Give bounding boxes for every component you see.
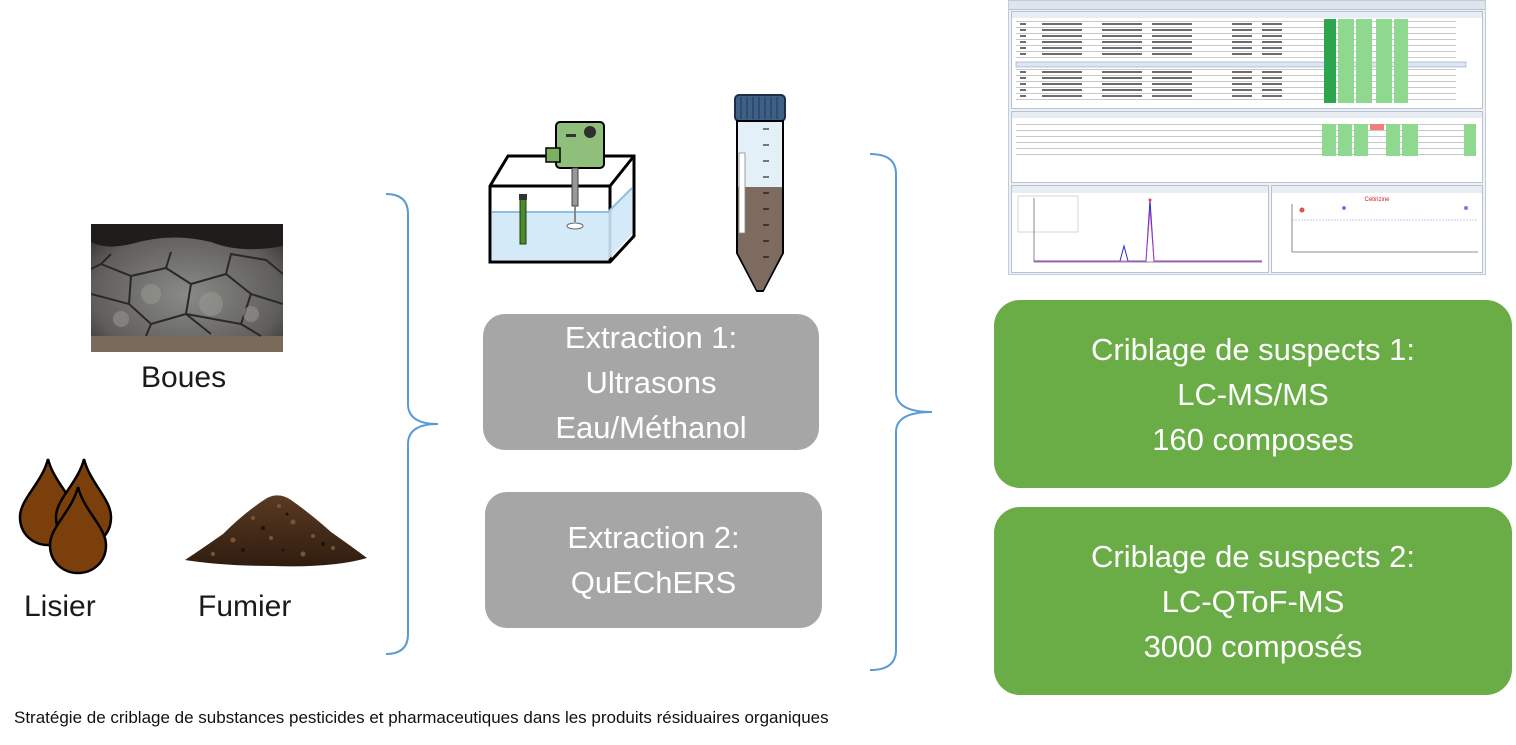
extraction-2-box: Extraction 2: QuEChERS xyxy=(485,492,822,628)
sludge-photo xyxy=(91,224,283,352)
solid-manure-pile-icon xyxy=(185,495,367,567)
software-screenshot: Cetirizine xyxy=(1008,0,1486,275)
screening-1-box: Criblage de suspects 1: LC-MS/MS 160 com… xyxy=(994,300,1512,488)
liquid-manure-drops-icon xyxy=(18,458,113,575)
screening-1-title: Criblage de suspects 1: xyxy=(1091,331,1415,367)
label-fumier: Fumier xyxy=(198,590,292,623)
label-boues: Boues xyxy=(141,361,227,394)
extraction-1-title: Extraction 1: xyxy=(564,319,738,355)
extraction-2-title: Extraction 2: xyxy=(567,520,740,555)
figure-caption: Stratégie de criblage de substances pest… xyxy=(14,708,829,727)
ultrasonic-bath-icon xyxy=(488,121,636,264)
label-lisier: Lisier xyxy=(24,590,96,623)
screening-1-count: 160 composes xyxy=(1152,421,1354,457)
left-bracket xyxy=(385,193,439,655)
screening-1-method: LC-MS/MS xyxy=(1177,376,1329,412)
screening-2-box: Criblage de suspects 2: LC-QToF-MS 3000 … xyxy=(994,507,1512,695)
extraction-1-solvent: Eau/Méthanol xyxy=(555,409,747,445)
extraction-2-method: QuEChERS xyxy=(570,565,737,600)
screening-2-count: 3000 composés xyxy=(1143,628,1363,664)
centrifuge-tube-icon xyxy=(734,94,786,292)
screening-2-method: LC-QToF-MS xyxy=(1161,583,1345,619)
extraction-1-box: Extraction 1: Ultrasons Eau/Méthanol xyxy=(483,314,819,450)
extraction-1-method: Ultrasons xyxy=(585,364,717,400)
batch-chart-title: Cetirizine xyxy=(1364,197,1390,203)
screening-2-title: Criblage de suspects 2: xyxy=(1091,538,1415,574)
right-bracket xyxy=(869,153,933,671)
